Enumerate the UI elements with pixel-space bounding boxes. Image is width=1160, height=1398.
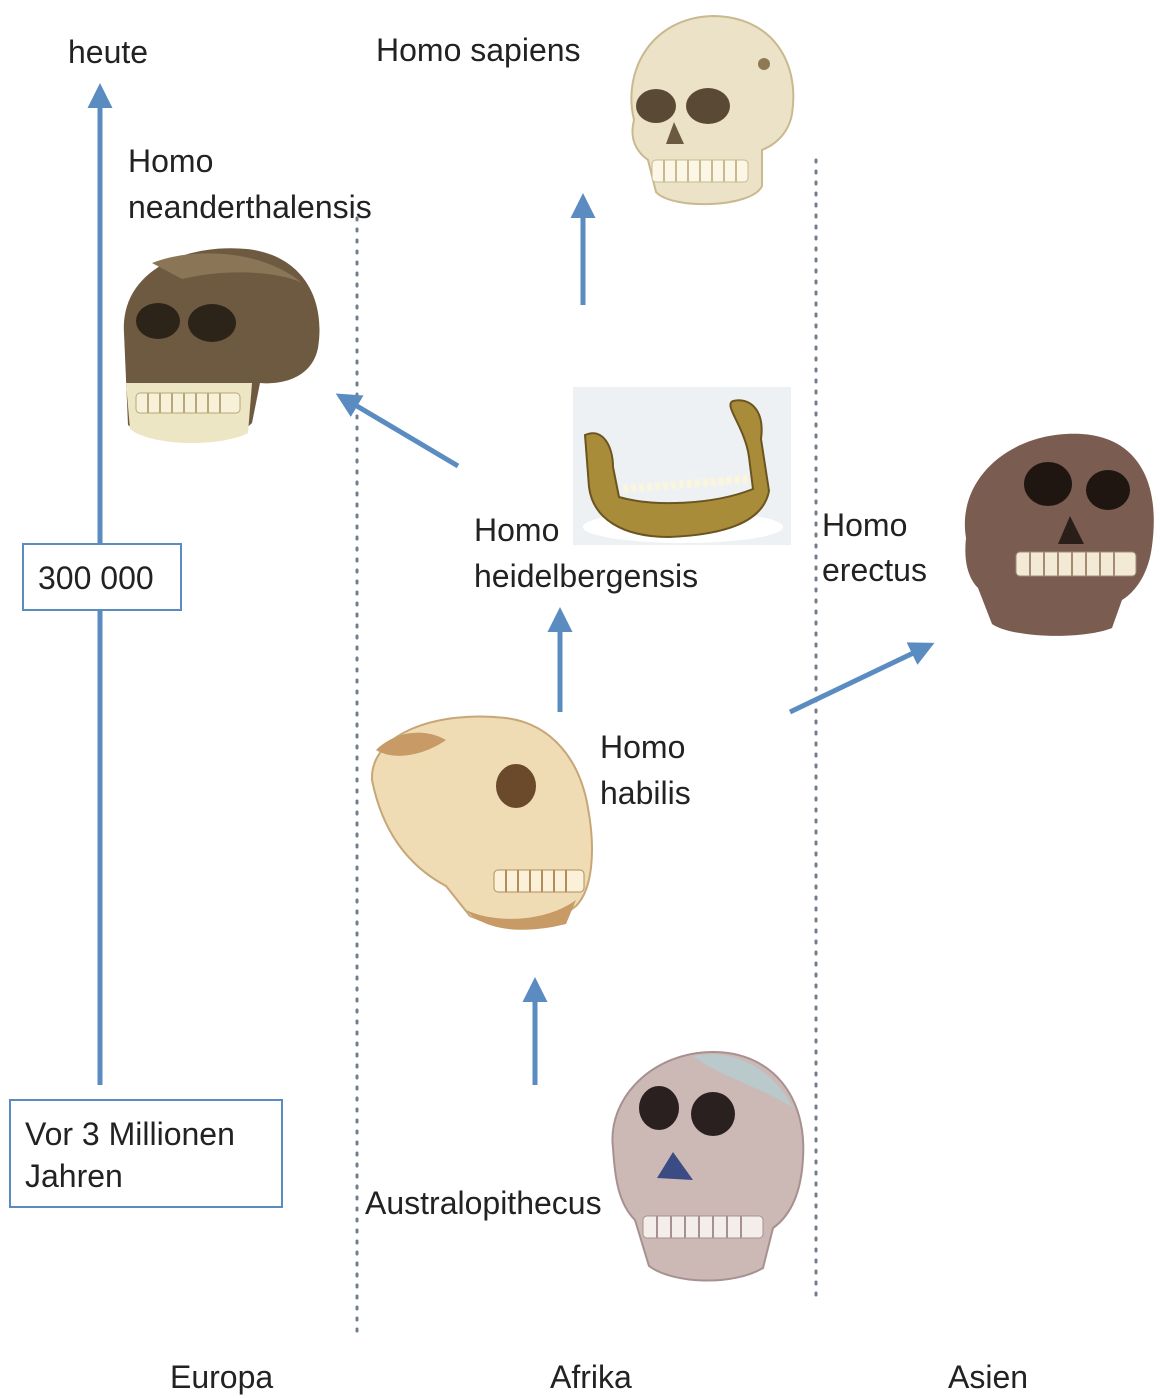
region-europa: Europa	[170, 1354, 273, 1398]
label-neanderthalensis-line2: neanderthalensis	[128, 184, 372, 230]
skull-habilis-icon	[366, 710, 598, 932]
label-neanderthalensis-line1: Homo	[128, 138, 213, 184]
timeline-bottom-box: Vor 3 Millionen Jahren	[9, 1099, 283, 1208]
timeline-mid-box: 300 000	[22, 543, 182, 611]
label-homo-sapiens: Homo sapiens	[376, 27, 581, 73]
label-erectus-line2: erectus	[822, 547, 927, 593]
timeline-top-label: heute	[68, 29, 148, 75]
label-erectus-line1: Homo	[822, 502, 907, 548]
skull-erectus-icon	[952, 428, 1160, 638]
arrow-habilis-to-erectus	[790, 645, 930, 712]
timeline-bottom-label-line1: Vor 3 Millionen	[25, 1111, 281, 1157]
mandible-heidelbergensis-icon	[573, 387, 791, 545]
arrow-heidelbergensis-to-neanderthalensis	[340, 396, 458, 466]
label-heidelbergensis-line1: Homo	[474, 507, 559, 553]
skull-sapiens-icon	[612, 10, 802, 210]
skull-australopithecus-icon	[603, 1048, 808, 1286]
region-afrika: Afrika	[550, 1354, 632, 1398]
region-asien: Asien	[948, 1354, 1028, 1398]
label-australopithecus: Australopithecus	[365, 1180, 602, 1226]
timeline-mid-label: 300 000	[38, 555, 180, 601]
label-heidelbergensis-line2: heidelbergensis	[474, 553, 698, 599]
skull-neanderthalensis-icon	[112, 243, 327, 448]
timeline-bottom-label-line2: Jahren	[25, 1153, 281, 1199]
label-habilis-line2: habilis	[600, 770, 691, 816]
label-habilis-line1: Homo	[600, 724, 685, 770]
